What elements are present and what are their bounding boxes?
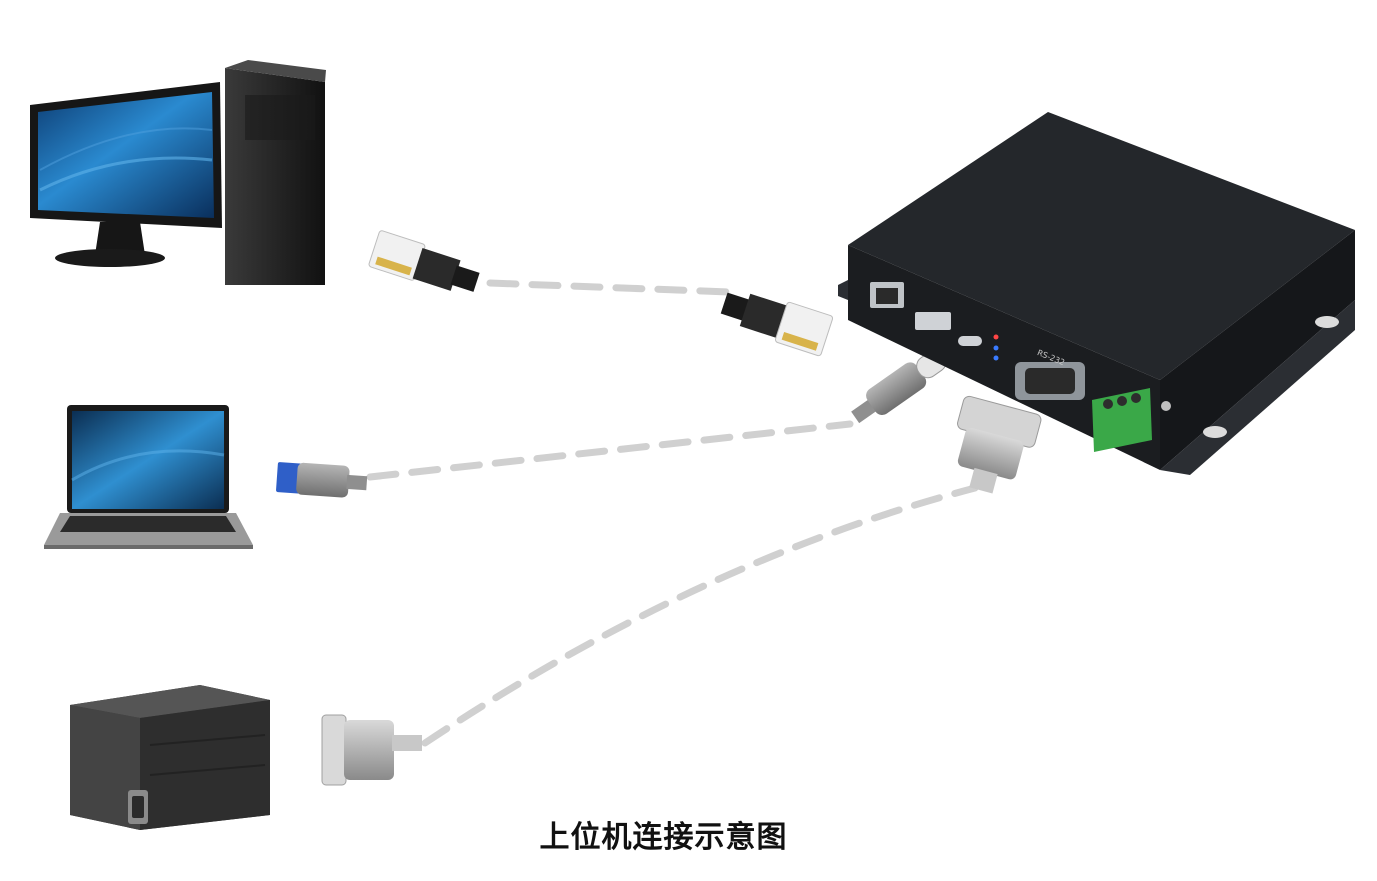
db9-plug-icon [957, 395, 1042, 494]
usb-a-port [915, 312, 951, 330]
rj45-plug-icon [368, 230, 480, 292]
laptop-icon [44, 405, 253, 549]
cable-ethernet [486, 279, 734, 296]
desktop-computer-icon [30, 60, 326, 285]
cable-usb [366, 420, 854, 481]
diagram-caption: 上位机连接示意图 [539, 820, 788, 855]
cable-serial [421, 484, 979, 747]
gateway-device-icon: RS-232 [838, 112, 1355, 475]
plc-controller-icon [70, 685, 270, 830]
rj45-plug-icon [720, 292, 834, 357]
db9-plug-icon [321, 714, 422, 786]
usb-c-port [958, 336, 982, 346]
usb-a-plug-icon [276, 462, 368, 498]
